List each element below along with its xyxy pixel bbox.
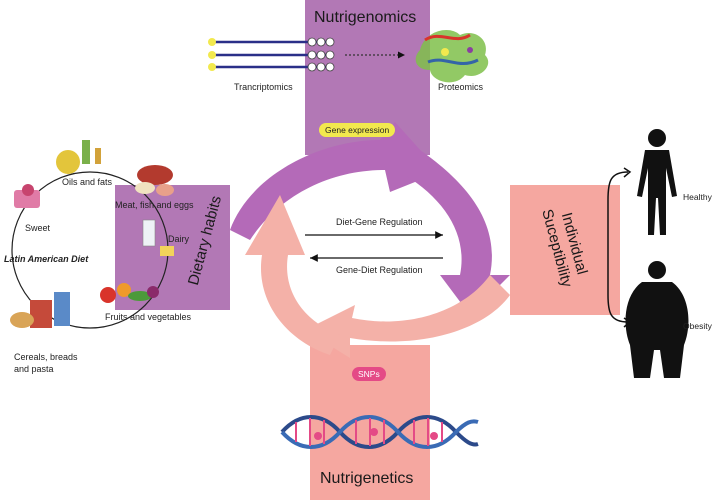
- healthy-person-icon: [637, 129, 677, 235]
- diet-sweet-label: Sweet: [25, 223, 51, 233]
- obese-person-icon: [625, 261, 689, 378]
- protein-structure-graphic: [415, 30, 489, 83]
- purple-arrow-top: [230, 122, 440, 240]
- cereals-breads-pasta-food-icon: [10, 292, 70, 328]
- diet-title-label: Latin American Diet: [4, 254, 89, 264]
- oils-fats-food-icon: [56, 140, 101, 174]
- healthy-label: Healthy: [683, 192, 712, 202]
- diet-meat-label: Meat, fish and eggs: [115, 200, 194, 210]
- dna-helix-graphic: [280, 415, 479, 449]
- nutrigenetics-title: Nutrigenetics: [320, 470, 414, 487]
- sweet-food-icon: [14, 184, 40, 208]
- gene-expression-badge: Gene expression: [319, 123, 396, 137]
- diet-oils-label: Oils and fats: [62, 177, 113, 187]
- diet-dairy-label: Dairy: [168, 234, 190, 244]
- diet-gene-regulation-label: Diet-Gene Regulation: [336, 217, 423, 227]
- nutrigenomics-title: Nutrigenomics: [314, 9, 417, 26]
- gene-diet-regulation-label: Gene-Diet Regulation: [336, 265, 423, 275]
- obesity-label: Obesity: [683, 321, 712, 331]
- transcriptomics-label: Trancriptomics: [234, 82, 293, 92]
- snps-badge: SNPs: [352, 367, 386, 381]
- fruits-vegetables-food-icon: [100, 283, 159, 303]
- pink-arrow-bottom: [305, 275, 510, 358]
- diet-cereals-label-1: Cereals, breads: [14, 352, 78, 362]
- dairy-food-icon: [142, 219, 174, 256]
- diet-fruits-label: Fruits and vegetables: [105, 312, 192, 322]
- susceptibility-block: [510, 185, 620, 315]
- diet-wheel: [10, 140, 174, 329]
- diet-cereals-label-2: and pasta: [14, 364, 54, 374]
- purple-arrow-right: [405, 150, 510, 315]
- pink-arrow-left: [245, 195, 340, 355]
- transcriptomics-graphic: [208, 37, 405, 72]
- meat-fish-eggs-food-icon: [135, 165, 174, 196]
- proteomics-label: Proteomics: [438, 82, 484, 92]
